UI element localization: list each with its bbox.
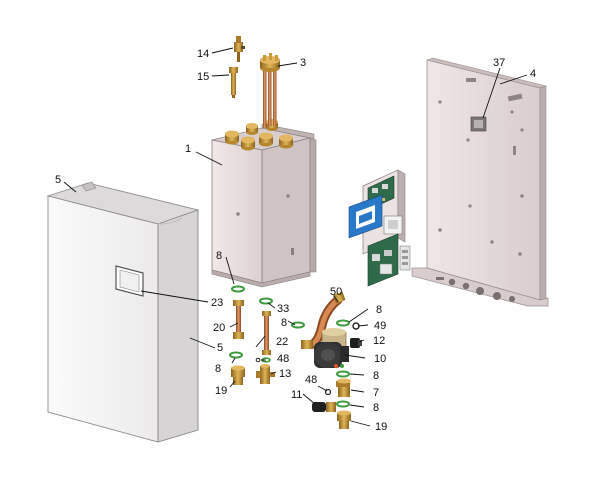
control-board xyxy=(348,169,411,287)
valve-13 xyxy=(256,364,275,384)
washer-48-right xyxy=(324,388,332,396)
cap-12 xyxy=(350,338,362,348)
label-part-15: 15 xyxy=(197,71,209,83)
label-part-7: 7 xyxy=(373,387,379,399)
label-part-3: 3 xyxy=(300,57,306,69)
heating-tank xyxy=(211,119,317,288)
label-part-22: 22 xyxy=(276,336,288,348)
label-part-14: 14 xyxy=(197,48,209,60)
copper-pipe-50 xyxy=(301,291,346,349)
label-part-48-a: 48 xyxy=(277,353,289,365)
label-part-19-b: 19 xyxy=(375,421,387,433)
label-part-37: 37 xyxy=(493,57,505,69)
fitting-19-right xyxy=(337,410,351,429)
circulation-pump xyxy=(314,328,349,368)
label-part-20: 20 xyxy=(213,322,225,334)
union-7 xyxy=(336,378,351,397)
label-part-11: 11 xyxy=(291,389,302,401)
fitting-19-left xyxy=(231,365,245,385)
label-part-8-b: 8 xyxy=(281,317,287,329)
label-part-8-f: 8 xyxy=(373,402,379,414)
label-part-12: 12 xyxy=(373,335,385,347)
temperature-sensor xyxy=(234,36,245,62)
seal-ring-8-pump-left xyxy=(291,321,305,329)
label-part-5-side: 5 xyxy=(217,342,223,354)
immersion-sleeve xyxy=(229,67,238,98)
drain-valve-11 xyxy=(312,402,336,412)
label-part-8-c: 8 xyxy=(376,304,382,316)
label-part-8-e: 8 xyxy=(373,370,379,382)
label-part-8-d: 8 xyxy=(215,363,221,375)
washer-48-left xyxy=(255,357,261,363)
label-part-1: 1 xyxy=(185,143,191,155)
seal-ring-8-right-2 xyxy=(336,400,350,408)
label-part-4: 4 xyxy=(530,68,536,80)
heating-element xyxy=(260,53,280,128)
label-part-49: 49 xyxy=(374,320,386,332)
back-panel xyxy=(411,57,549,307)
seal-ring-8-right-1 xyxy=(336,370,350,378)
seal-ring-8-pump-top xyxy=(336,319,350,327)
seal-ring-8-left xyxy=(229,351,243,359)
label-part-8-a: 8 xyxy=(216,250,222,262)
tank-fittings xyxy=(225,119,293,151)
front-cover xyxy=(46,181,200,443)
label-part-48-b: 48 xyxy=(305,374,317,386)
label-part-13: 13 xyxy=(279,368,291,380)
label-part-19-a: 19 xyxy=(215,385,227,397)
label-part-33: 33 xyxy=(277,303,289,315)
leader-lines xyxy=(63,47,528,427)
label-part-5-top: 5 xyxy=(55,174,61,186)
part-labels: 14 15 3 1 37 4 5 23 5 8 20 33 22 8 50 8 … xyxy=(55,48,536,433)
pipe-20 xyxy=(231,285,245,339)
label-part-50: 50 xyxy=(330,286,342,298)
label-part-23: 23 xyxy=(211,297,223,309)
label-part-10: 10 xyxy=(374,353,386,365)
pipe-22 xyxy=(259,297,273,363)
